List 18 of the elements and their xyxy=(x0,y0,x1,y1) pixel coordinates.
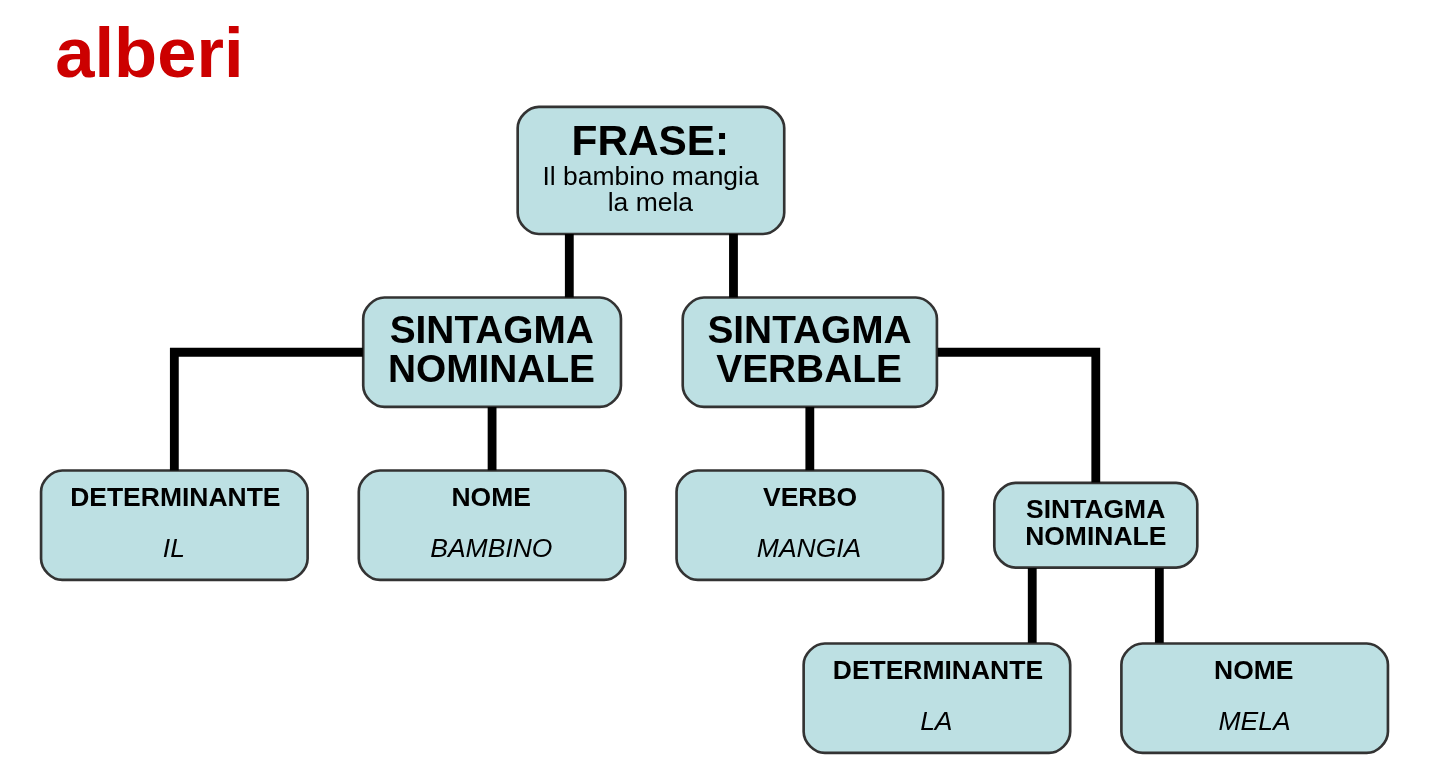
connector xyxy=(1027,567,1037,643)
connector xyxy=(805,406,815,471)
diagram-title: alberi xyxy=(55,12,244,92)
node-box: NOME BAMBINO xyxy=(357,469,627,582)
node-box: SINTAGMA VERBALE xyxy=(681,296,939,409)
node-box: SINTAGMA NOMINALE xyxy=(992,481,1199,569)
node-box: FRASE: Il bambino mangia la mela xyxy=(516,105,786,236)
node-box: VERBO MANGIA xyxy=(675,469,945,582)
node-box: SINTAGMA NOMINALE xyxy=(361,296,623,409)
connector xyxy=(487,406,497,471)
connector xyxy=(169,347,363,471)
connector xyxy=(937,347,1101,483)
connector xyxy=(729,234,738,298)
node-box: DETERMINANTE IL xyxy=(39,469,309,582)
connector xyxy=(564,234,574,298)
node-box: DETERMINANTE LA xyxy=(802,642,1072,755)
connector xyxy=(1154,567,1164,643)
node-box: NOME MELA xyxy=(1120,642,1390,755)
